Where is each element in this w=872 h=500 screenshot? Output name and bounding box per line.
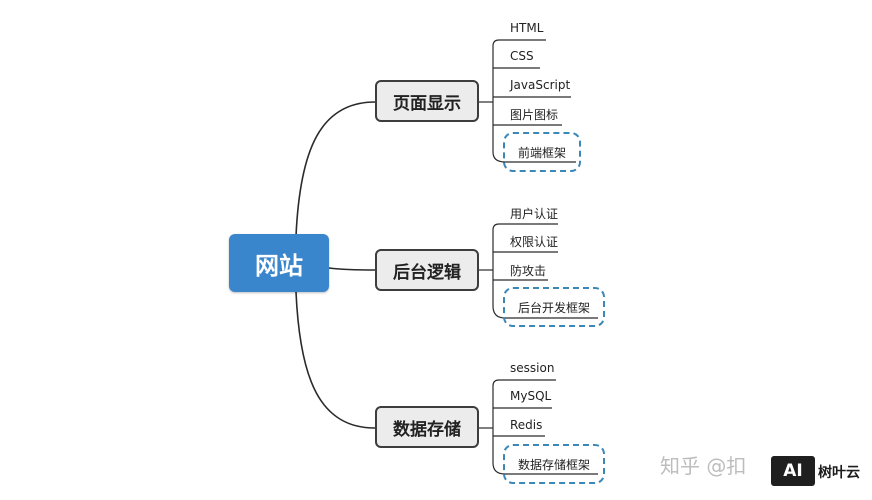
leaf-node[interactable]: MySQL [510,389,552,403]
zhihu-watermark: 知乎 @扣 [660,454,747,478]
link-root-page-display [295,101,376,237]
leaf-node[interactable]: 防攻击 [510,264,547,278]
framework-highlight [503,132,581,172]
logo-badge-text: AI [783,461,803,481]
leaf-node[interactable]: JavaScript [510,78,571,92]
leaf-node[interactable]: CSS [510,49,534,63]
framework-highlight [503,444,605,484]
root-label: 网站 [255,251,303,280]
framework-leaf[interactable]: 数据存储框架 [518,458,591,472]
logo-badge: AI [771,456,815,486]
branch-node-data-storage[interactable]: 数据存储 [375,406,479,448]
leaf-node[interactable]: Redis [510,418,543,432]
branch-label: 后台逻辑 [393,262,461,283]
link-root-backend [328,267,376,271]
branch2-tick-1 [492,223,558,231]
branch-label: 数据存储 [393,419,461,440]
framework-highlight [503,287,605,327]
leaf-node[interactable]: session [510,361,555,375]
leaf-node[interactable]: 图片图标 [510,108,559,122]
branch-label: 页面显示 [393,93,461,114]
branch1-tick-1 [492,39,546,47]
branch-node-page-display[interactable]: 页面显示 [375,80,479,122]
logo-text: 树叶云 [818,465,860,481]
leaf-node[interactable]: HTML [510,21,544,35]
framework-leaf[interactable]: 后台开发框架 [518,301,591,315]
leaf-node[interactable]: 用户认证 [510,207,559,221]
branch-node-backend-logic[interactable]: 后台逻辑 [375,249,479,291]
root-node[interactable]: 网站 [229,234,329,292]
framework-leaf[interactable]: 前端框架 [518,146,567,160]
branch3-tick-1 [492,379,556,387]
leaf-node[interactable]: 权限认证 [510,235,559,249]
link-root-storage [295,291,376,429]
